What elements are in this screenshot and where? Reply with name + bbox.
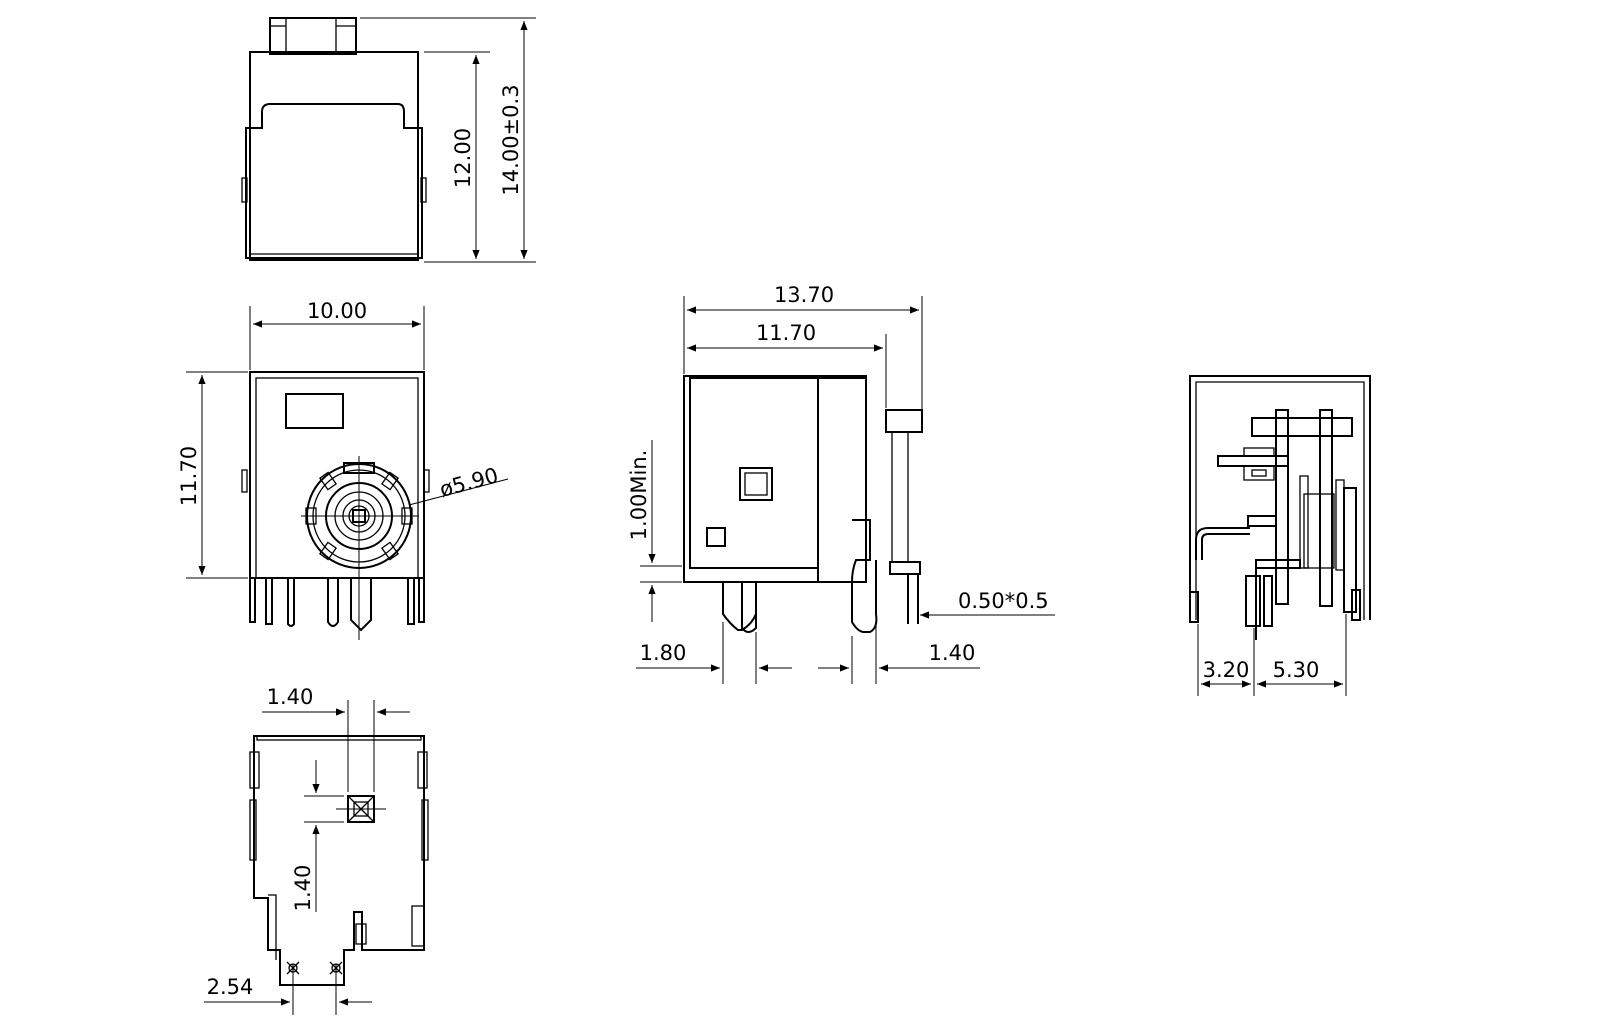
dim-rear-left: 3.20 (1203, 658, 1250, 682)
dim-pin-size: 0.50*0.5 (958, 589, 1049, 613)
dim-pitch-left: 1.80 (640, 641, 687, 665)
dim-front-height: 11.70 (177, 446, 201, 506)
dim-bottom-pitch: 2.54 (207, 975, 254, 999)
dim-min-clearance: 1.00Min. (627, 450, 651, 541)
dim-rear-right: 5.30 (1273, 658, 1320, 682)
dim-jack-diameter: ø5.90 (437, 463, 501, 502)
top-view: 12.00 14.00±0.3 (241, 17, 536, 263)
dim-front-width: 10.00 (307, 299, 367, 323)
dim-bottom-y: 1.40 (291, 865, 315, 912)
bottom-view: 1.40 1.40 2.54 (204, 685, 429, 1015)
rear-view: 3.20 5.30 (1189, 375, 1371, 696)
dim-bottom-x: 1.40 (267, 685, 314, 709)
dim-top-height: 12.00 (451, 128, 475, 188)
front-view: 10.00 11.70 ø5.90 (177, 299, 509, 640)
side-view: 13.70 11.70 1.00Min. 0.50*0.5 1.80 1.40 (627, 283, 1055, 684)
dim-pitch-right: 1.40 (929, 641, 976, 665)
dim-total-height: 14.00±0.3 (499, 84, 523, 195)
dim-side-body: 11.70 (756, 321, 816, 345)
dim-side-total: 13.70 (774, 283, 834, 307)
